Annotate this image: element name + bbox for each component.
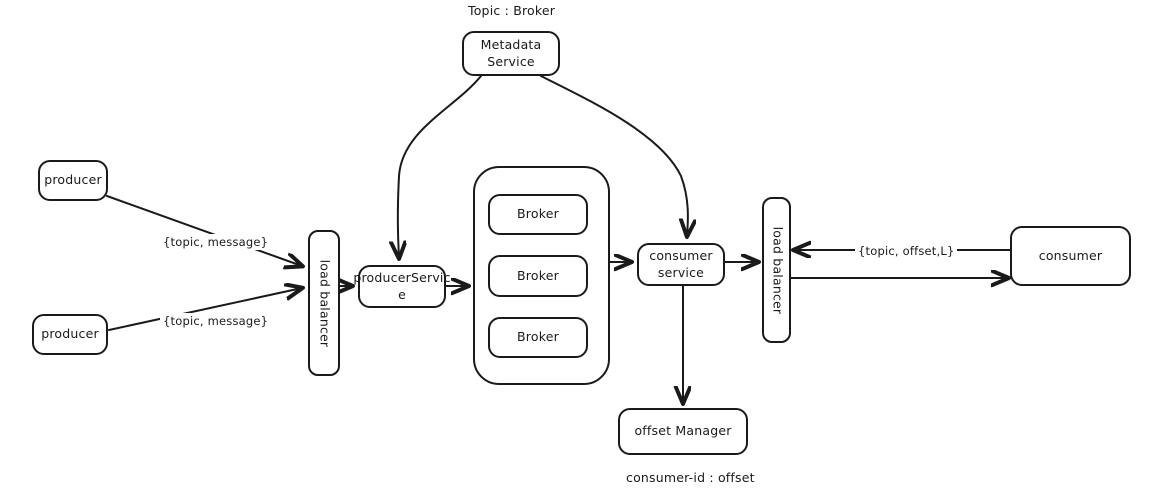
node-producer-top-label: producer <box>44 172 102 188</box>
node-broker-3[interactable]: Broker <box>488 317 588 358</box>
node-metadata-service[interactable]: Metadata Service <box>462 31 560 76</box>
node-offset-manager-label: offset Manager <box>634 423 732 439</box>
edge-label-producer-bottom-to-lb: {topic, message} <box>160 313 272 329</box>
node-load-balancer-right[interactable]: load balancer <box>762 197 791 343</box>
node-load-balancer-left[interactable]: load balancer <box>308 230 340 376</box>
node-metadata-service-label: Metadata Service <box>480 36 542 69</box>
edge-producer-bottom-to-lb <box>108 288 302 331</box>
topic-broker-label: Topic : Broker <box>468 3 556 18</box>
node-consumer[interactable]: consumer <box>1010 226 1131 286</box>
node-broker-1-label: Broker <box>517 206 559 222</box>
node-load-balancer-right-label: load balancer <box>769 226 785 314</box>
node-consumer-label: consumer <box>1038 247 1103 263</box>
edge-metadata-to-producer-service <box>398 75 482 258</box>
node-producer-service[interactable]: producerServic e <box>353 265 450 308</box>
node-consumer-service[interactable]: consumer service <box>637 243 725 286</box>
node-consumer-service-label: consumer service <box>649 247 713 280</box>
node-offset-manager[interactable]: offset Manager <box>618 408 748 455</box>
edge-label-consumer-request: {topic, offset,L} <box>855 243 958 259</box>
consumer-id-offset-label: consumer-id : offset <box>626 470 755 485</box>
node-producer-bottom-label: producer <box>41 326 99 342</box>
edge-producer-top-to-lb <box>106 195 302 266</box>
node-broker-2-label: Broker <box>517 267 559 283</box>
node-producer-top[interactable]: producer <box>38 160 108 201</box>
edge-metadata-to-consumer-service <box>540 75 688 236</box>
node-load-balancer-left-label: load balancer <box>317 259 333 347</box>
node-producer-bottom[interactable]: producer <box>32 314 108 355</box>
node-broker-2[interactable]: Broker <box>488 255 588 297</box>
node-broker-1[interactable]: Broker <box>488 194 588 235</box>
edge-label-producer-top-to-lb: {topic, message} <box>160 234 272 250</box>
node-broker-3-label: Broker <box>517 329 559 345</box>
node-producer-service-label: producerServic e <box>353 269 451 302</box>
